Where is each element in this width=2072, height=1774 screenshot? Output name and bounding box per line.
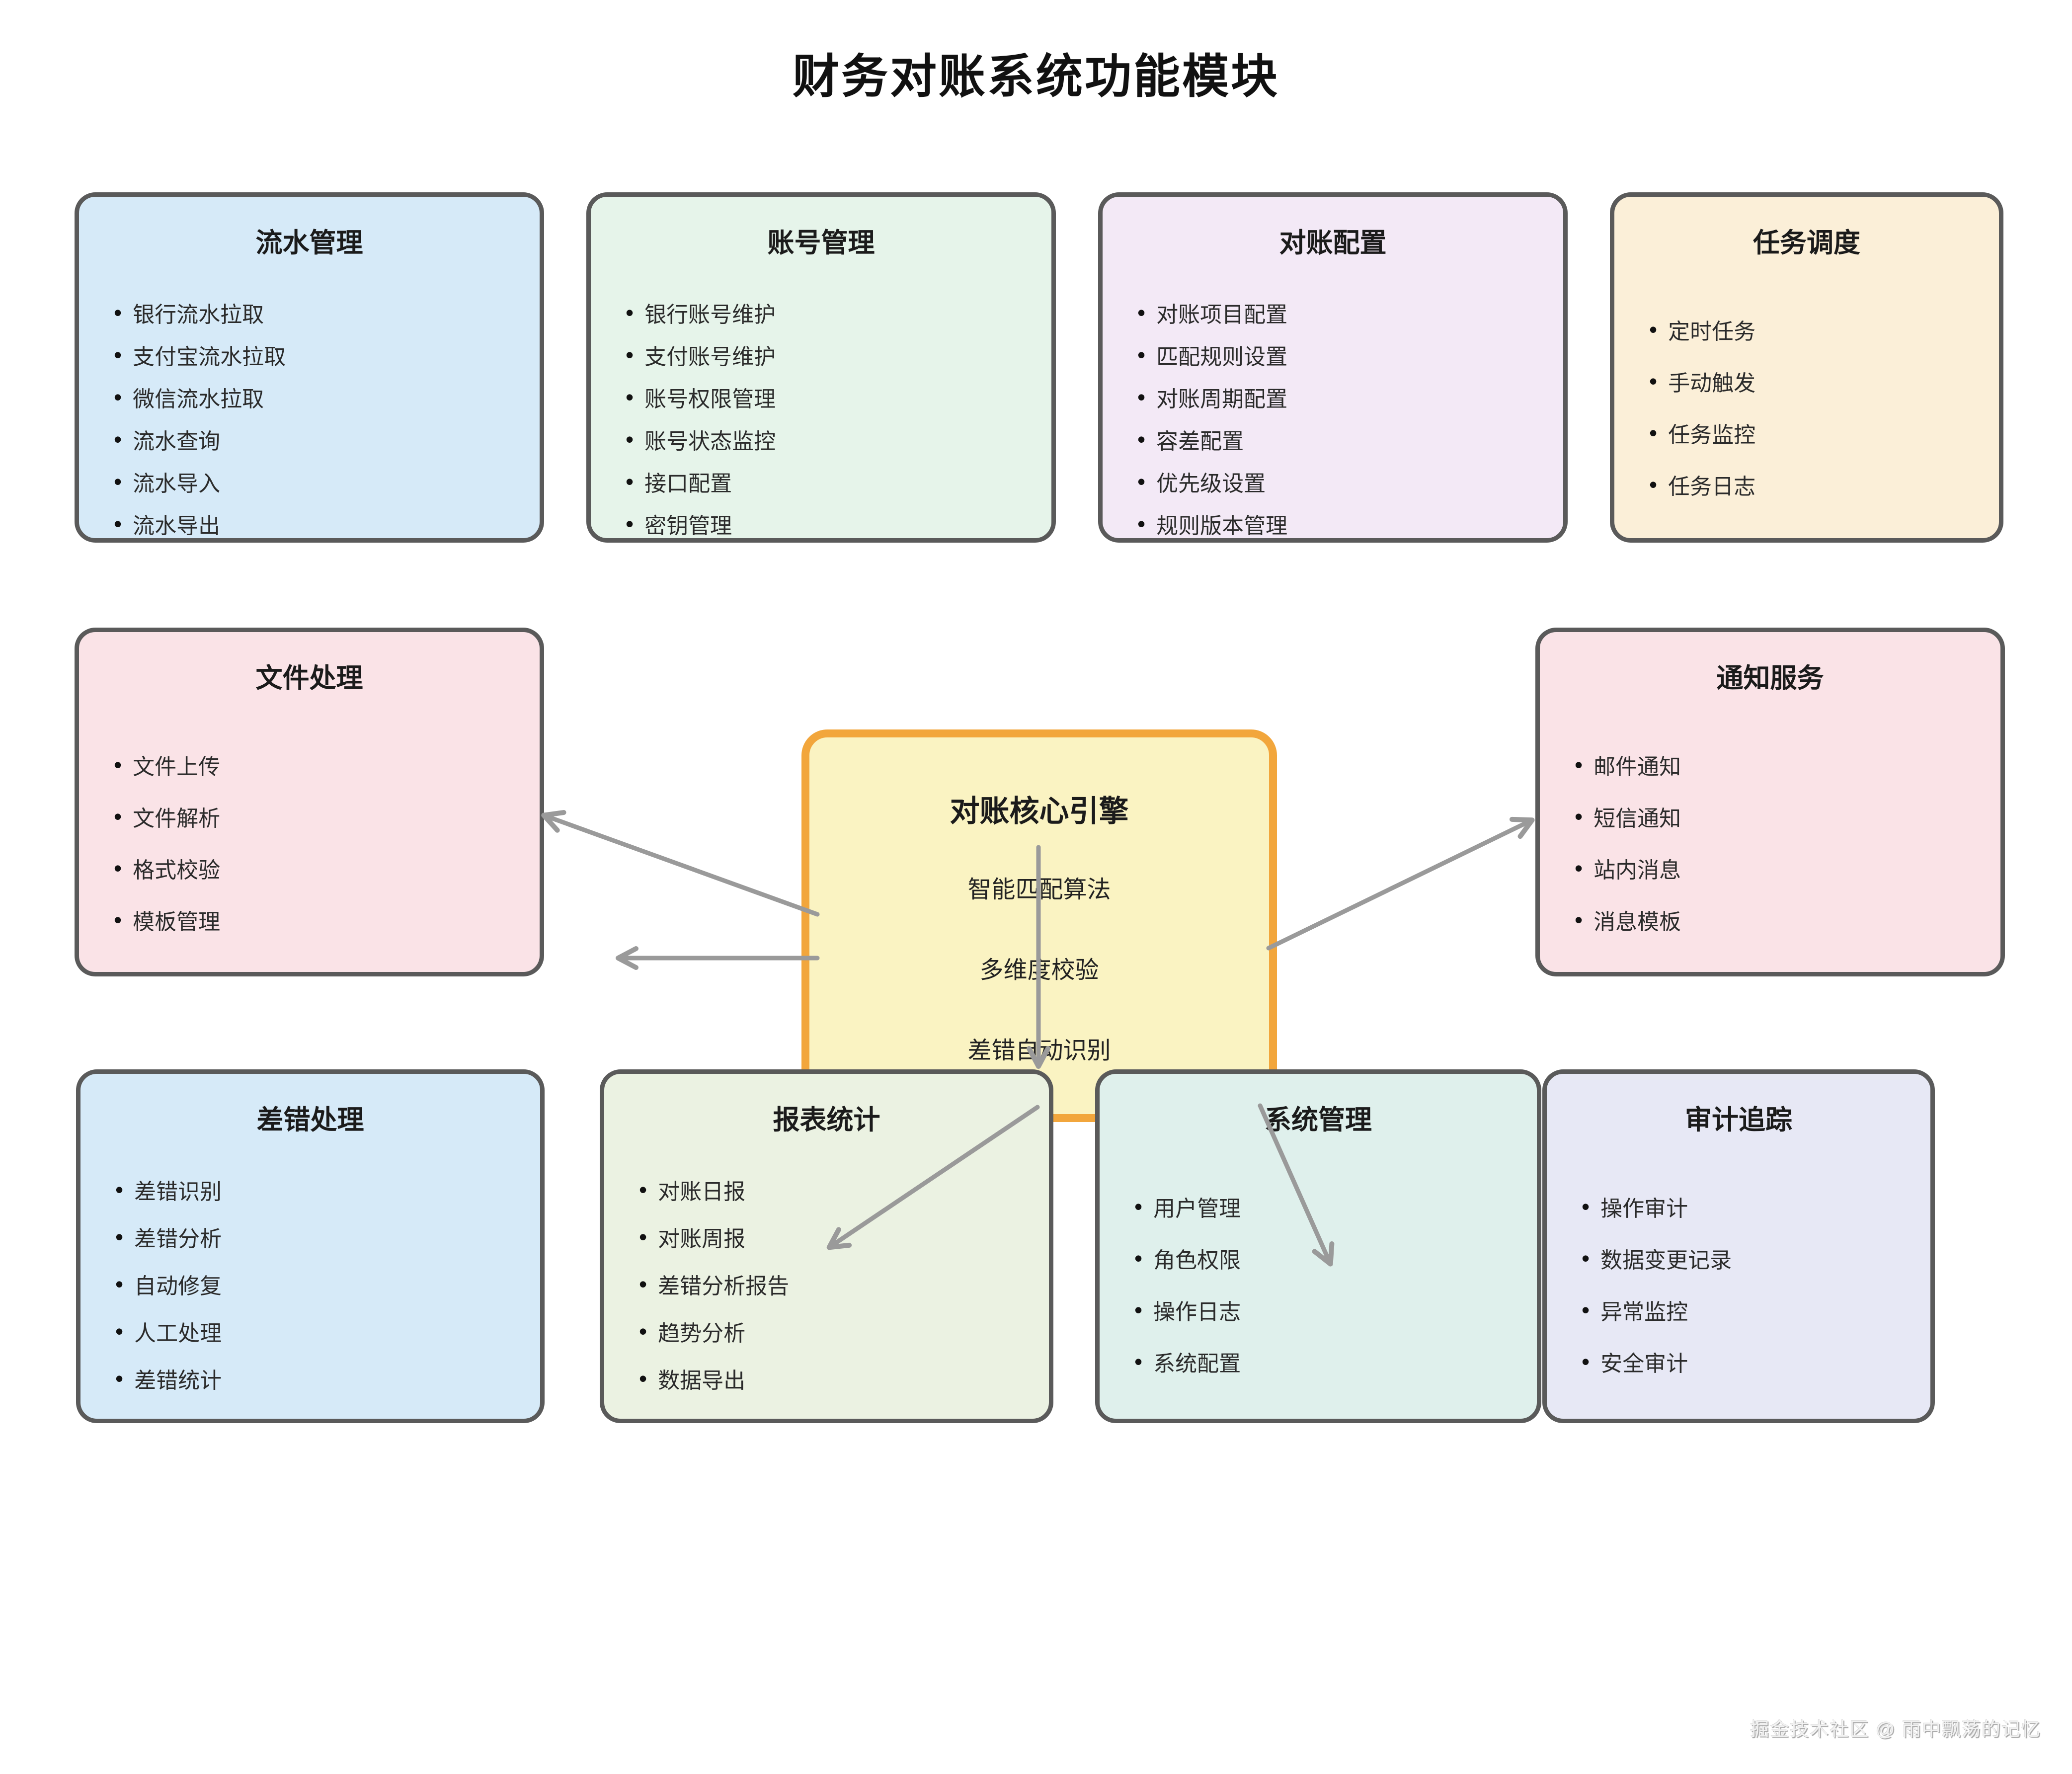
list-item: 站内消息 bbox=[1575, 842, 1986, 894]
module-file-processing: 文件处理 文件上传文件解析格式校验模板管理 bbox=[75, 628, 544, 976]
list-item: 优先级设置 bbox=[1137, 460, 1548, 502]
module-flow-management: 流水管理 银行流水拉取支付宝流水拉取微信流水拉取流水查询流水导入流水导出 bbox=[75, 192, 544, 543]
module-task-scheduling: 任务调度 定时任务手动触发任务监控任务日志 bbox=[1610, 192, 2003, 543]
module-item-list: 对账日报对账周报差错分析报告趋势分析数据导出 bbox=[639, 1166, 1034, 1402]
list-item: 流水导出 bbox=[114, 502, 525, 545]
list-item: 文件上传 bbox=[114, 739, 525, 791]
module-item-list: 邮件通知短信通知站内消息消息模板 bbox=[1575, 739, 1986, 946]
list-item: 容差配置 bbox=[1137, 418, 1548, 460]
list-item: 匹配规则设置 bbox=[1137, 333, 1548, 376]
list-item: 账号状态监控 bbox=[626, 418, 1036, 460]
module-account-management: 账号管理 银行账号维护支付账号维护账号权限管理账号状态监控接口配置密钥管理 bbox=[586, 192, 1056, 543]
module-audit-trail: 审计追踪 操作审计数据变更记录异常监控安全审计 bbox=[1542, 1069, 1935, 1423]
module-report-statistics: 报表统计 对账日报对账周报差错分析报告趋势分析数据导出 bbox=[600, 1069, 1053, 1423]
module-title: 报表统计 bbox=[773, 1105, 880, 1135]
list-item: 对账项目配置 bbox=[1137, 291, 1548, 333]
list-item: 定时任务 bbox=[1649, 304, 1984, 355]
list-item: 银行流水拉取 bbox=[114, 291, 525, 333]
list-item: 邮件通知 bbox=[1575, 739, 1986, 791]
module-title: 通知服务 bbox=[1716, 663, 1824, 693]
module-title: 系统管理 bbox=[1265, 1105, 1372, 1135]
list-item: 文件解析 bbox=[114, 791, 525, 842]
module-title: 流水管理 bbox=[255, 228, 363, 258]
list-item: 操作日志 bbox=[1134, 1284, 1522, 1336]
list-item: 接口配置 bbox=[626, 460, 1036, 502]
arrow-core-to-file-processing bbox=[541, 810, 820, 917]
arrow-core-to-notification-service bbox=[1266, 816, 1535, 951]
list-item: 支付宝流水拉取 bbox=[114, 333, 525, 376]
module-title: 对账核心引擎 bbox=[950, 795, 1129, 828]
module-item-list: 用户管理角色权限操作日志系统配置 bbox=[1134, 1181, 1522, 1387]
list-item: 差错分析 bbox=[115, 1213, 525, 1260]
module-title: 文件处理 bbox=[255, 663, 363, 693]
list-item: 用户管理 bbox=[1134, 1181, 1522, 1232]
list-item: 模板管理 bbox=[114, 894, 525, 946]
module-item-list: 银行流水拉取支付宝流水拉取微信流水拉取流水查询流水导入流水导出 bbox=[114, 291, 525, 545]
list-item: 流水导入 bbox=[114, 460, 525, 502]
list-item: 密钥管理 bbox=[626, 502, 1036, 545]
module-item-list: 对账项目配置匹配规则设置对账周期配置容差配置优先级设置规则版本管理 bbox=[1137, 291, 1548, 545]
list-item: 支付账号维护 bbox=[626, 333, 1036, 376]
module-title: 任务调度 bbox=[1753, 228, 1860, 258]
list-item: 对账日报 bbox=[639, 1166, 1034, 1213]
module-item-list: 操作审计数据变更记录异常监控安全审计 bbox=[1582, 1181, 1915, 1387]
module-title: 审计追踪 bbox=[1685, 1105, 1792, 1135]
list-item: 差错识别 bbox=[115, 1166, 525, 1213]
module-item-list: 文件上传文件解析格式校验模板管理 bbox=[114, 739, 525, 946]
list-item: 任务日志 bbox=[1649, 459, 1984, 510]
list-item: 微信流水拉取 bbox=[114, 376, 525, 418]
module-recon-config: 对账配置 对账项目配置匹配规则设置对账周期配置容差配置优先级设置规则版本管理 bbox=[1098, 192, 1568, 543]
list-item: 格式校验 bbox=[114, 842, 525, 894]
list-item: 智能匹配算法 bbox=[967, 877, 1111, 903]
list-item: 角色权限 bbox=[1134, 1232, 1522, 1284]
list-item: 银行账号维护 bbox=[626, 291, 1036, 333]
module-title: 账号管理 bbox=[767, 228, 875, 258]
list-item: 消息模板 bbox=[1575, 894, 1986, 946]
list-item: 自动修复 bbox=[115, 1260, 525, 1307]
list-item: 对账周报 bbox=[639, 1213, 1034, 1260]
list-item: 操作审计 bbox=[1582, 1181, 1915, 1232]
module-core-engine: 对账核心引擎 智能匹配算法多维度校验差错自动识别 bbox=[801, 729, 1277, 1122]
list-item: 异常监控 bbox=[1582, 1284, 1915, 1336]
list-item: 人工处理 bbox=[115, 1307, 525, 1355]
list-item: 对账周期配置 bbox=[1137, 376, 1548, 418]
list-item: 差错统计 bbox=[115, 1355, 525, 1402]
watermark: 掘金技术社区 @ 雨中飘荡的记忆 bbox=[1750, 1719, 2041, 1740]
list-item: 安全审计 bbox=[1582, 1336, 1915, 1387]
list-item: 差错分析报告 bbox=[639, 1260, 1034, 1307]
module-system-management: 系统管理 用户管理角色权限操作日志系统配置 bbox=[1095, 1069, 1541, 1423]
list-item: 流水查询 bbox=[114, 418, 525, 460]
list-item: 账号权限管理 bbox=[626, 376, 1036, 418]
module-item-list: 智能匹配算法多维度校验差错自动识别 bbox=[809, 847, 1269, 1088]
list-item: 短信通知 bbox=[1575, 791, 1986, 842]
list-item: 多维度校验 bbox=[979, 957, 1099, 983]
list-item: 任务监控 bbox=[1649, 407, 1984, 459]
page-title: 财务对账系统功能模块 bbox=[792, 50, 1279, 102]
module-item-list: 差错识别差错分析自动修复人工处理差错统计 bbox=[115, 1166, 525, 1402]
module-notification-service: 通知服务 邮件通知短信通知站内消息消息模板 bbox=[1535, 628, 2005, 976]
module-error-handling: 差错处理 差错识别差错分析自动修复人工处理差错统计 bbox=[76, 1069, 545, 1423]
list-item: 规则版本管理 bbox=[1137, 502, 1548, 545]
list-item: 手动触发 bbox=[1649, 355, 1984, 407]
module-title: 差错处理 bbox=[256, 1105, 364, 1135]
module-item-list: 银行账号维护支付账号维护账号权限管理账号状态监控接口配置密钥管理 bbox=[626, 291, 1036, 545]
list-item: 数据变更记录 bbox=[1582, 1232, 1915, 1284]
list-item: 趋势分析 bbox=[639, 1307, 1034, 1355]
list-item: 数据导出 bbox=[639, 1355, 1034, 1402]
module-item-list: 定时任务手动触发任务监控任务日志 bbox=[1649, 304, 1984, 510]
module-title: 对账配置 bbox=[1279, 228, 1387, 258]
list-item: 系统配置 bbox=[1134, 1336, 1522, 1387]
